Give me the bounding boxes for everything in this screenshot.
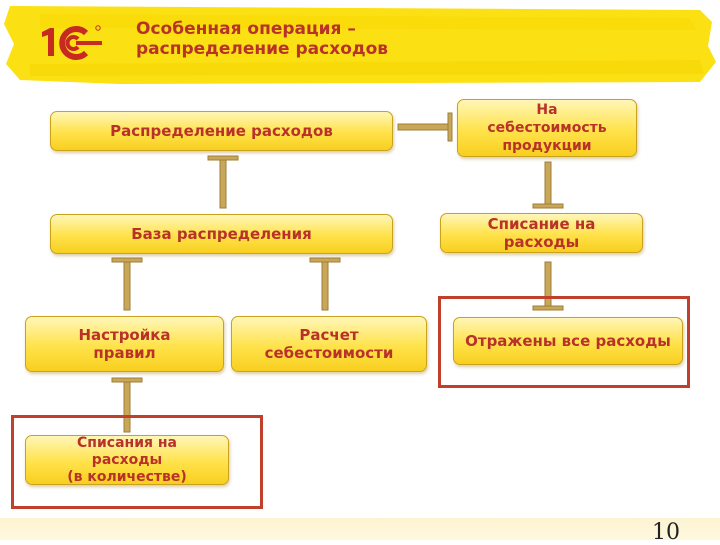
arrow-calculation-to-base xyxy=(309,257,341,311)
node-distribution-base-label: База распределения xyxy=(131,225,312,243)
node-write-offs-quantity-label: Списания на расходы (в количестве) xyxy=(67,434,187,485)
node-cost-distribution: Распределение расходов xyxy=(50,111,393,151)
node-write-offs-quantity: Списания на расходы (в количестве) xyxy=(25,435,229,485)
1c-logo xyxy=(42,25,102,60)
arrow-base-to-distribution xyxy=(207,155,239,209)
arrow-product-cost-to-writeoff xyxy=(532,161,564,209)
node-write-off-expenses-label: Списание на расходы xyxy=(487,215,596,251)
highlight-frame-reflected xyxy=(438,296,690,388)
node-all-expenses-reflected-label: Отражены все расходы xyxy=(465,332,671,350)
node-rule-settings-label: Настройка правил xyxy=(78,326,171,362)
node-cost-distribution-label: Распределение расходов xyxy=(110,122,333,140)
node-rule-settings: Настройка правил xyxy=(25,316,224,372)
page-title: Особенная операция – распределение расхо… xyxy=(136,19,476,59)
title-line-2: распределение расходов xyxy=(136,39,389,59)
footer-strip xyxy=(0,518,720,540)
node-distribution-base: База распределения xyxy=(50,214,393,254)
node-write-off-expenses: Списание на расходы xyxy=(440,213,643,253)
arrow-rules-to-base xyxy=(111,257,143,311)
page-number: 10 xyxy=(652,520,680,545)
node-to-product-cost-label: На себестоимость продукции xyxy=(487,102,607,154)
arrow-writeoff-to-reflected xyxy=(532,261,564,311)
node-to-product-cost: На себестоимость продукции xyxy=(457,99,637,157)
node-cost-calculation: Расчет себестоимости xyxy=(231,316,427,372)
title-line-1: Особенная операция – xyxy=(136,19,356,39)
highlight-frame-writeoffs xyxy=(11,415,263,509)
arrow-writeoffs-to-rules xyxy=(111,377,143,433)
node-all-expenses-reflected: Отражены все расходы xyxy=(453,317,683,365)
node-cost-calculation-label: Расчет себестоимости xyxy=(264,326,394,362)
header-banner xyxy=(4,6,716,84)
arrow-distribution-to-product-cost xyxy=(397,112,453,142)
